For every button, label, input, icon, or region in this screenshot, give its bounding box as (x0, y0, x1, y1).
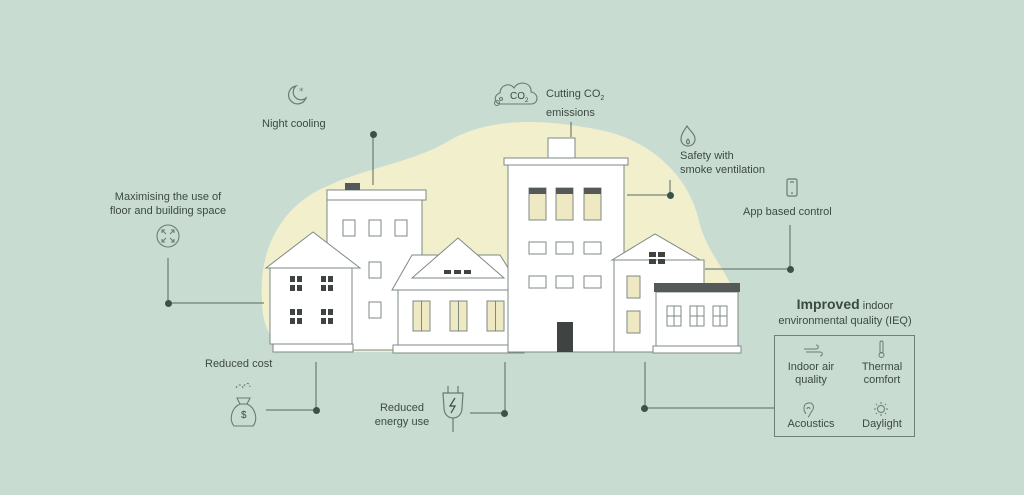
expand-arrows-icon (156, 224, 180, 248)
connector-dot-ieq (641, 405, 648, 412)
label-safety: Safety with smoke ventilation (680, 150, 765, 176)
svg-text:*: * (299, 87, 304, 97)
money-bag-icon (230, 382, 257, 427)
connector-dot-energy (501, 410, 508, 417)
ear-icon (803, 402, 814, 418)
moon-star-icon: * (288, 85, 308, 105)
connector-dot-night-cooling (370, 131, 377, 138)
connector-dot-app (787, 266, 794, 273)
connector-lines (167, 122, 791, 414)
plug-bolt-icon (442, 386, 464, 432)
label-night-cooling: Night cooling (262, 118, 326, 130)
windows (290, 187, 728, 352)
label-reduced-cost: Reduced cost (205, 358, 273, 370)
door (557, 322, 573, 352)
wind-icon (804, 344, 823, 357)
money-bag-symbol: $ (241, 410, 247, 421)
flame-icon (680, 124, 696, 147)
connector-dot-cost (313, 407, 320, 414)
co2-cloud-icon (493, 82, 538, 107)
smartphone-icon (786, 178, 798, 197)
connector-dot-safety (667, 192, 674, 199)
connector-dot-maximising (165, 300, 172, 307)
building-gabled-left (269, 267, 353, 345)
ieq-box (774, 335, 915, 437)
thermometer-icon (878, 340, 885, 358)
sun-icon (874, 402, 888, 416)
label-cutting-co2: Cutting CO2 emissions (546, 88, 605, 120)
ieq-thermal-label: Thermal comfort (861, 361, 903, 386)
ieq-daylight-label: Daylight (862, 418, 902, 430)
label-reduced-energy: Reduced energy use (374, 402, 430, 428)
label-app-control: App based control (743, 206, 832, 218)
ieq-indoor-air-label: Indoor air quality (787, 361, 835, 386)
label-maximising: Maximising the use of floor and building… (109, 191, 227, 217)
ieq-acoustics-label: Acoustics (787, 418, 835, 430)
co2-cloud-label: CO2 (510, 91, 529, 104)
buildings (264, 137, 742, 354)
ieq-title: Improved indoor environmental quality (I… (778, 296, 912, 328)
